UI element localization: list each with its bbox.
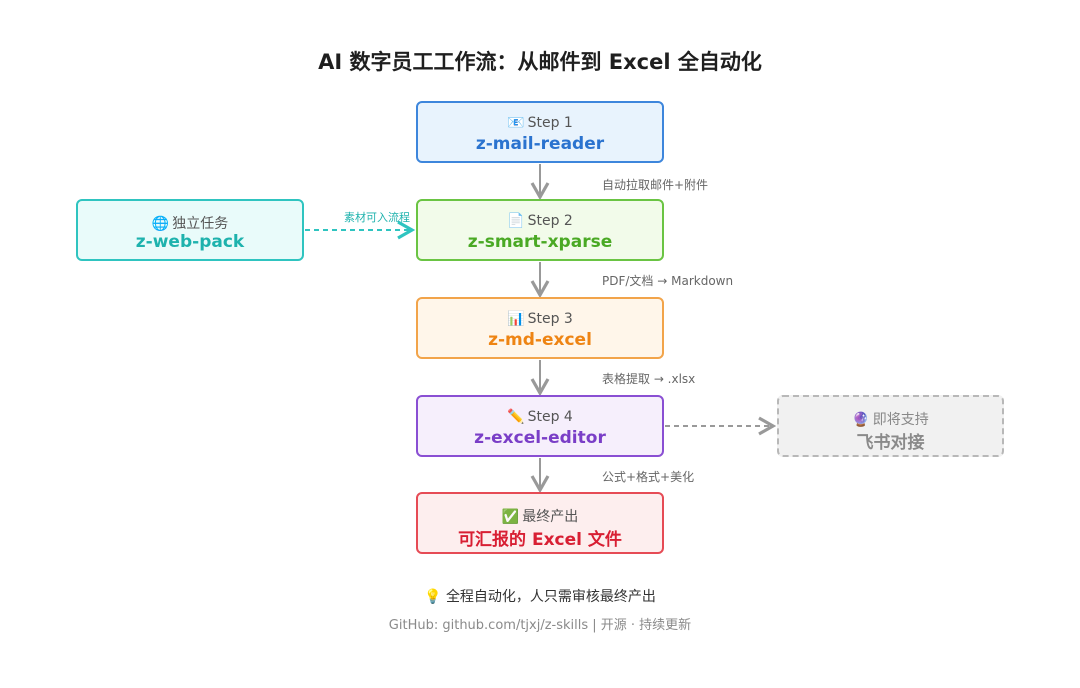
step3-sub: 📊Step 3 [418,311,662,327]
check-icon: ✅ [501,509,520,525]
edge-label-1: 自动拉取邮件+附件 [602,178,709,192]
web-sub: 🌐独立任务 [78,213,302,233]
step1-node: 📧Step 1 z-mail-reader [416,101,664,163]
final-sub-text: 最终产出 [522,509,579,525]
footer-note: 💡 全程自动化，人只需审核最终产出 [0,586,1080,606]
step2-sub-text: Step 2 [527,213,573,229]
step4-name: z-excel-editor [474,428,606,448]
step1-name: z-mail-reader [475,134,605,154]
footer-note-text: 全程自动化，人只需审核最终产出 [445,589,656,605]
bar-chart-icon: 📊 [507,311,525,327]
step1-sub-text: Step 1 [527,115,573,131]
feishu-node: 🔮即将支持 飞书对接 [777,395,1004,457]
web-sub-text: 独立任务 [172,216,229,232]
final-sub: ✅最终产出 [418,506,662,526]
step2-sub: 📄Step 2 [418,213,662,229]
web-name: z-web-pack [135,232,245,252]
pencil-icon: ✏️ [507,409,525,425]
step2-name: z-smart-xparse [467,232,613,252]
document-icon: 📄 [507,213,525,229]
step1-sub: 📧Step 1 [418,115,662,131]
edge-label-2: PDF/文档 → Markdown [602,274,734,288]
footer-github: GitHub: github.com/tjxj/z-skills | 开源 · … [388,618,692,633]
crystal-ball-icon: 🔮 [852,412,870,428]
feishu-name: 飞书对接 [856,433,925,453]
final-node: ✅最终产出 可汇报的 Excel 文件 [416,492,664,554]
step2-node: 📄Step 2 z-smart-xparse [416,199,664,261]
edge-label-3: 表格提取 → .xlsx [602,372,696,386]
web-pack-node: 🌐独立任务 z-web-pack [76,199,304,261]
feishu-sub-text: 即将支持 [872,412,929,428]
edge-label-4: 公式+格式+美化 [602,470,695,484]
feishu-sub: 🔮即将支持 [779,409,1002,429]
step4-sub-text: Step 4 [527,409,573,425]
step3-node: 📊Step 3 z-md-excel [416,297,664,359]
web-edge-label: 素材可入流程 [344,211,410,224]
lightbulb-icon: 💡 [424,589,442,605]
step4-node: ✏️Step 4 z-excel-editor [416,395,664,457]
globe-icon: 🌐 [151,216,170,232]
step3-name: z-md-excel [488,330,592,350]
step4-sub: ✏️Step 4 [418,409,662,425]
final-name: 可汇报的 Excel 文件 [458,530,622,550]
step3-sub-text: Step 3 [527,311,573,327]
mail-icon: 📧 [507,115,525,131]
page-title: AI 数字员工工作流：从邮件到 Excel 全自动化 [318,50,762,74]
